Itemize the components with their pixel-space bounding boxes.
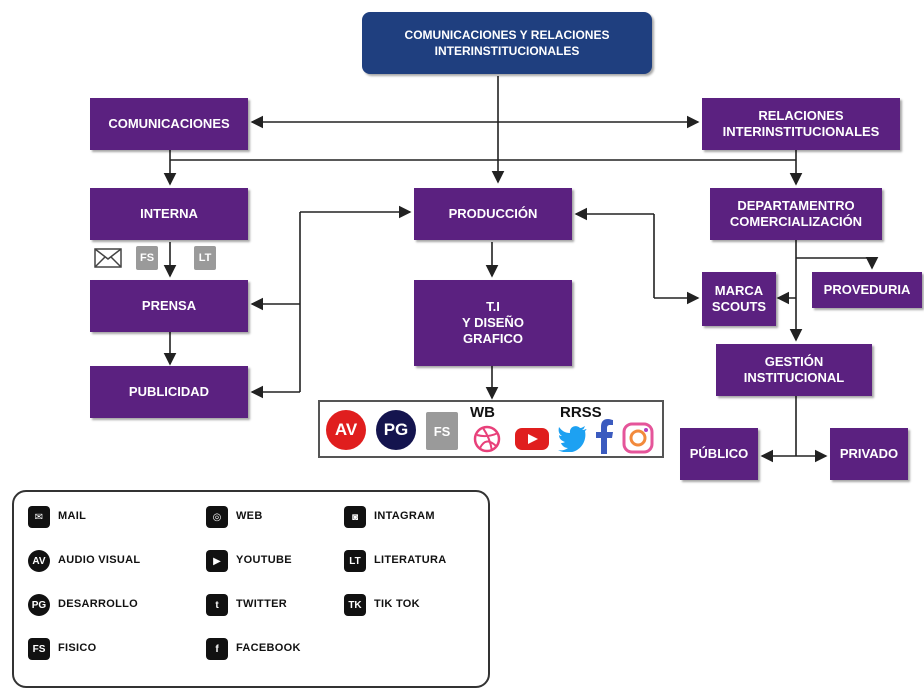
instagram-icon: ◙ [344, 506, 366, 528]
youtube-icon [514, 426, 550, 457]
node-prensa: PRENSA [90, 280, 248, 332]
twitter-icon [558, 424, 588, 457]
node-departamento-comercializacion: DEPARTAMENTRO COMERCIALIZACIÓN [710, 188, 882, 240]
fisico-icon: FS [426, 412, 458, 450]
wb-label: WB [470, 404, 495, 421]
legend-label: FISICO [58, 642, 97, 654]
instagram-icon [622, 422, 654, 459]
legend-label: DESARROLLO [58, 598, 138, 610]
audiovisual-icon: AV [28, 550, 50, 572]
node-comunicaciones: COMUNICACIONES [90, 98, 248, 150]
mail-icon [94, 248, 122, 268]
fisico-icon: FS [136, 246, 158, 270]
node-interna: INTERNA [90, 188, 248, 240]
legend-label: TWITTER [236, 598, 287, 610]
legend-label: LITERATURA [374, 554, 447, 566]
node-produccion: PRODUCCIÓN [414, 188, 572, 240]
node-marca-scouts: MARCA SCOUTS [702, 272, 776, 326]
legend-label: TIK TOK [374, 598, 420, 610]
audiovisual-icon: AV [326, 410, 366, 450]
literatura-icon: LT [194, 246, 216, 270]
legend-label: AUDIO VISUAL [58, 554, 141, 566]
tiktok-icon: TK [344, 594, 366, 616]
legend-label: INTAGRAM [374, 510, 435, 522]
rrss-label: RRSS [560, 404, 602, 421]
web-icon: ◎ [206, 506, 228, 528]
node-ti-diseno-grafico: T.I Y DISEÑO GRAFICO [414, 280, 572, 366]
node-publico: PÚBLICO [680, 428, 758, 480]
node-gestion-institucional: GESTIÓN INSTITUCIONAL [716, 344, 872, 396]
desarrollo-icon: PG [376, 410, 416, 450]
node-publicidad: PUBLICIDAD [90, 366, 248, 418]
twitter-icon: t [206, 594, 228, 616]
legend-label: FACEBOOK [236, 642, 301, 654]
legend-label: YOUTUBE [236, 554, 292, 566]
node-privado: PRIVADO [830, 428, 908, 480]
legend-label: WEB [236, 510, 263, 522]
legend: ✉ MAIL ◎ WEB ◙ INTAGRAM AV AUDIO VISUAL ▶ YOUTUBE… [12, 490, 490, 688]
youtube-icon: ▶ [206, 550, 228, 572]
tools-panel: AV PG FS WB RRSS [318, 400, 664, 458]
legend-label: MAIL [58, 510, 87, 522]
facebook-icon [594, 418, 614, 459]
node-proveduria: PROVEDURIA [812, 272, 922, 308]
desarrollo-icon: PG [28, 594, 50, 616]
mail-icon: ✉ [28, 506, 50, 528]
literatura-icon: LT [344, 550, 366, 572]
node-comunicaciones-relaciones: COMUNICACIONES Y RELACIONES INTERINSTITU… [362, 12, 652, 74]
node-relaciones-interinstitucionales: RELACIONES INTERINSTITUCIONALES [702, 98, 900, 150]
facebook-icon: f [206, 638, 228, 660]
dribbble-icon [472, 424, 502, 459]
fisico-icon: FS [28, 638, 50, 660]
